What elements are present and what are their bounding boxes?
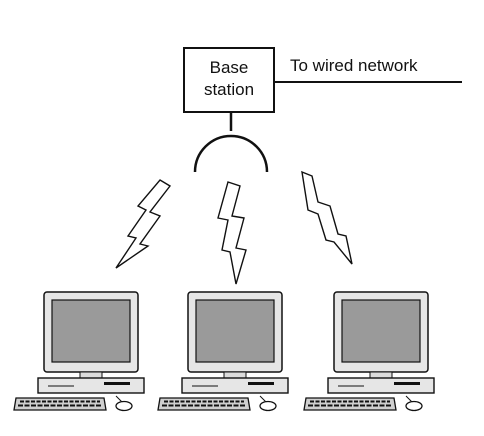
- base-station-label-line2: station: [203, 80, 255, 99]
- computer-right: [303, 291, 435, 412]
- base-station-label-line1: Base: [209, 58, 249, 77]
- antenna-dish: [193, 134, 269, 173]
- wired-network-label: To wired network: [290, 56, 418, 75]
- wireless-link-right: [301, 170, 353, 265]
- wireless-link-left: [115, 179, 172, 269]
- wireless-link-middle: [217, 181, 247, 285]
- base-station-box: [183, 47, 275, 113]
- computer-middle: [157, 291, 289, 412]
- computer-left: [13, 291, 145, 412]
